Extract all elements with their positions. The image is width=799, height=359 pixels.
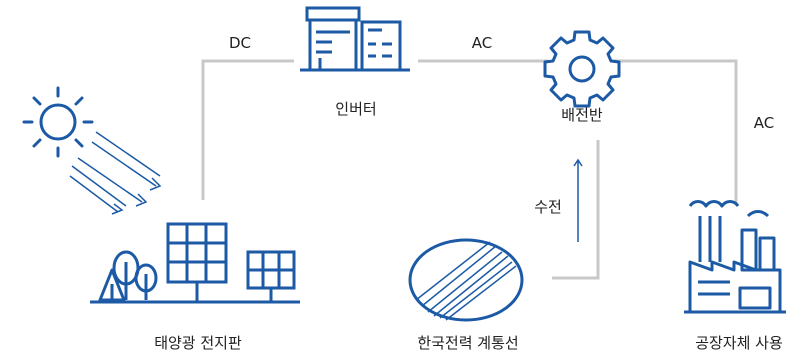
edge-label-receive: 수전	[534, 198, 562, 216]
edge-label-ac-top: AC	[472, 34, 492, 52]
edge-switchboard-to-factory	[612, 59, 738, 203]
factory-icon	[684, 200, 786, 314]
node-label-kepco-grid: 한국전력 계통선	[417, 334, 518, 352]
node-label-factory: 공장자체 사용	[695, 334, 783, 352]
inverter-building-icon	[300, 6, 410, 72]
node-label-solar-panel: 태양광 전지판	[154, 334, 242, 352]
edge-solar-to-inverter	[201, 59, 294, 200]
node-label-switchboard: 배전반	[561, 106, 603, 124]
sun-icon	[22, 86, 94, 158]
edge-label-ac-right: AC	[754, 114, 774, 132]
tree-icon	[90, 250, 300, 304]
solar-panel-icon	[166, 222, 296, 302]
kepco-logo-icon	[408, 238, 524, 322]
up-arrow-icon	[573, 158, 583, 242]
connector-lines	[201, 59, 738, 280]
sunbeam-arrows-icon	[69, 131, 162, 215]
edge-label-dc: DC	[229, 34, 251, 52]
edge-grid-to-switchboard	[552, 140, 600, 280]
gear-icon	[543, 30, 621, 108]
node-label-inverter: 인버터	[335, 100, 376, 118]
